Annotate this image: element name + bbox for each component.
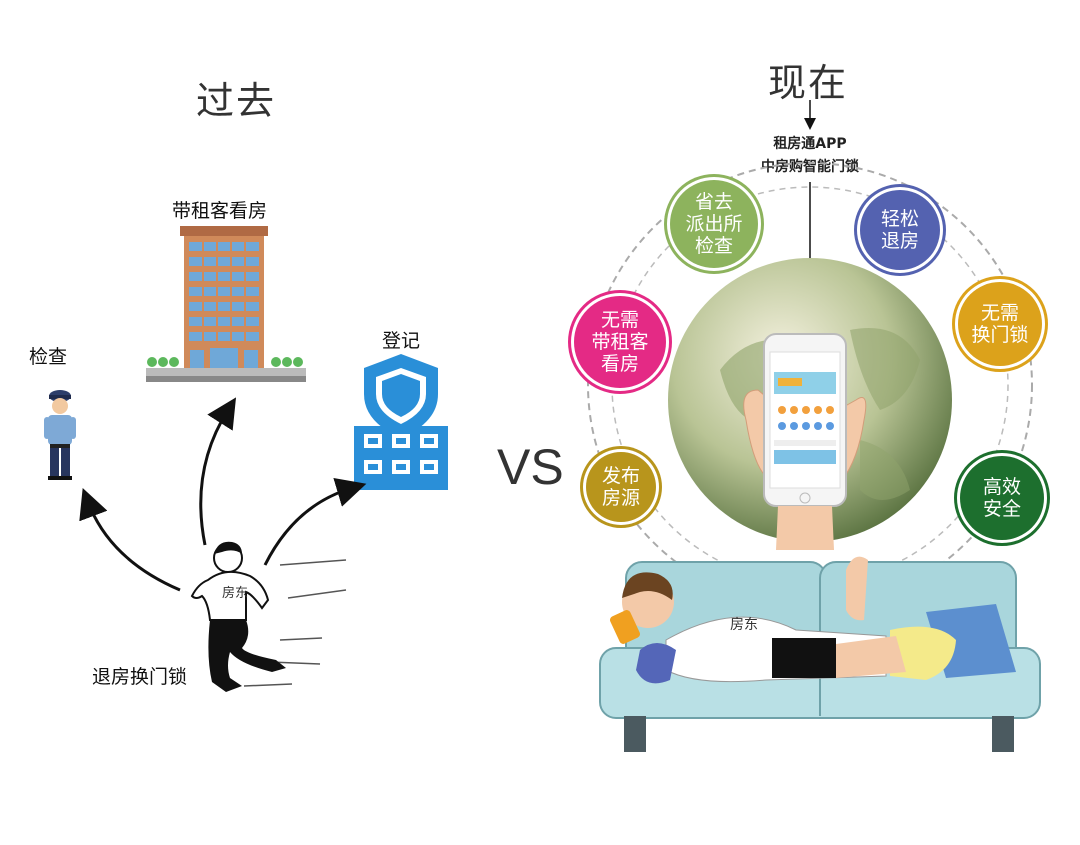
bubble-line: 房源 — [601, 487, 640, 509]
bubble-publish-listing: 发布房源 — [586, 452, 656, 522]
phone-in-hand-icon — [743, 333, 867, 550]
bubble-no-showing: 无需带租客看房 — [574, 296, 666, 388]
bubble-line: 看房 — [600, 353, 639, 375]
running-landlord-figure — [190, 541, 286, 692]
bubble-line: 无需 — [600, 309, 639, 331]
bubble-no-lock-change: 无需换门锁 — [958, 282, 1042, 366]
bubble-line: 无需 — [980, 302, 1019, 324]
bubble-easy-checkout: 轻松退房 — [860, 190, 940, 270]
police-officer-icon — [44, 390, 76, 480]
police-station-icon — [354, 354, 448, 490]
checkout-label: 退房换门锁 — [92, 666, 188, 688]
bubble-line: 轻松 — [880, 208, 919, 230]
apartment-building-icon — [146, 226, 306, 382]
bubble-line: 派出所 — [685, 213, 743, 235]
now-landlord-label: 房东 — [730, 617, 758, 633]
app-description: 租房通APP 中房购智能门锁 — [730, 133, 890, 179]
bubble-line: 发布 — [601, 465, 640, 487]
bubble-line: 省去 — [694, 191, 733, 213]
bubble-line: 检查 — [694, 235, 733, 257]
bubble-line: 换门锁 — [971, 324, 1029, 346]
past-landlord-label: 房东 — [222, 586, 249, 601]
lock-name-line: 中房购智能门锁 — [761, 159, 859, 175]
vs-label: VS — [497, 439, 564, 495]
register-label: 登记 — [382, 330, 421, 352]
now-title: 现在 — [768, 61, 849, 105]
bubble-line: 退房 — [880, 230, 919, 252]
show-house-label: 带租客看房 — [172, 200, 268, 222]
app-name-line: 租房通APP — [773, 136, 847, 152]
sofa-with-landlord — [599, 556, 1041, 752]
bubble-skip-police-check: 省去派出所检查 — [670, 180, 758, 268]
bubble-efficient-safe: 高效安全 — [960, 456, 1044, 540]
bubble-line: 安全 — [982, 498, 1021, 520]
bubble-line: 带租客 — [591, 331, 649, 353]
past-title: 过去 — [196, 79, 277, 123]
bubble-line: 高效 — [982, 476, 1021, 498]
inspect-label: 检查 — [29, 346, 68, 368]
